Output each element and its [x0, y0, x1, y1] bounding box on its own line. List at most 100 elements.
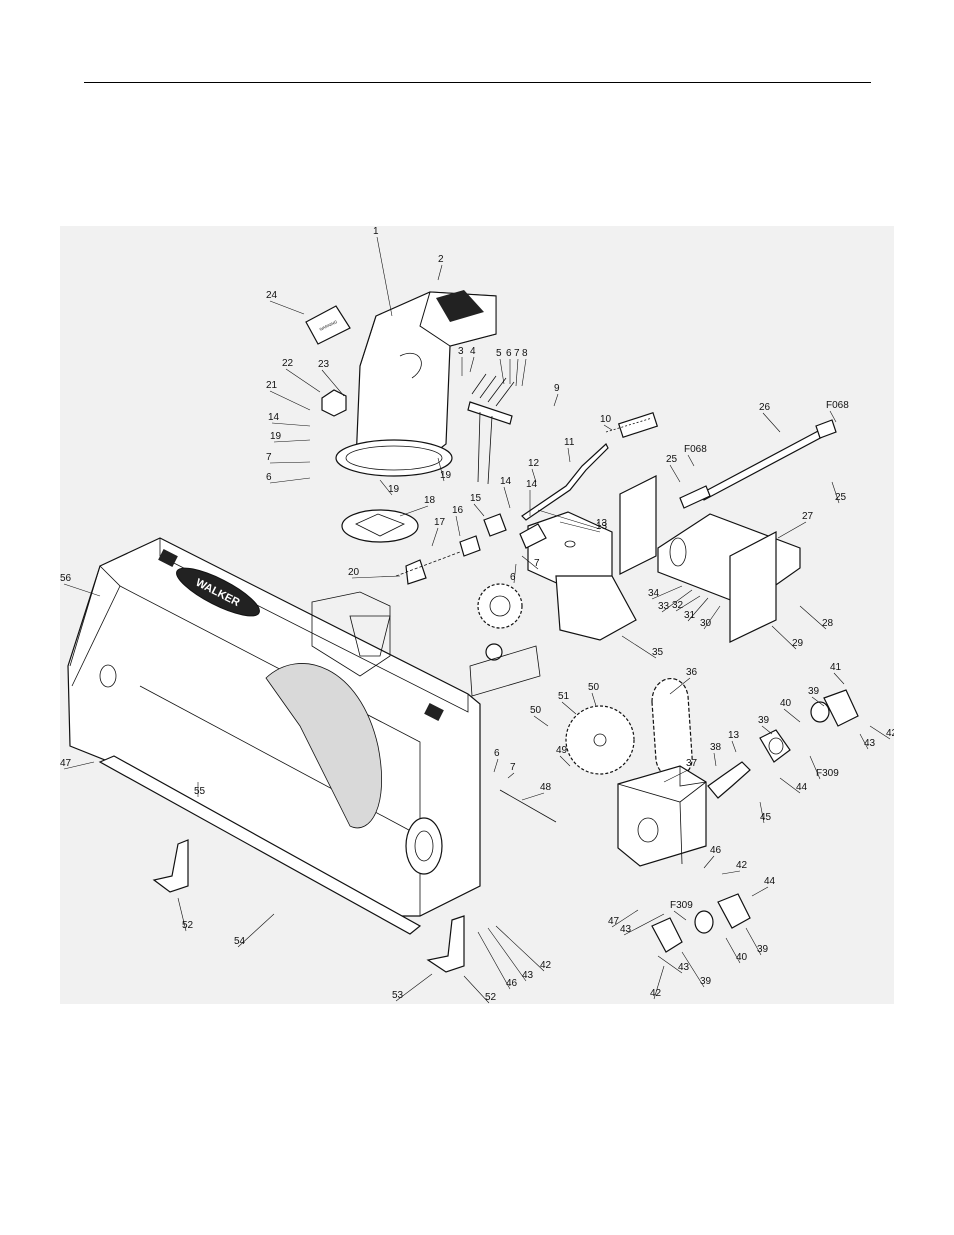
leader-line-c6c [513, 563, 517, 584]
callout-c47a: 47 [60, 758, 72, 769]
callout-c42c: 42 [540, 960, 552, 971]
diagram-canvas: WALKER WARNING [60, 226, 894, 1004]
callout-c42d: 42 [650, 988, 662, 999]
leader-line-c39a [811, 696, 825, 707]
leader-line-cF068a [687, 454, 695, 467]
callout-c39b: 39 [758, 715, 770, 726]
callout-c16: 16 [452, 505, 464, 516]
pinion-gear [707, 761, 751, 799]
leader-line-c34 [651, 585, 683, 600]
leader-line-c42b [721, 870, 741, 875]
callout-c7b: 7 [266, 452, 272, 463]
leader-line-c22 [285, 368, 321, 393]
callout-c8: 8 [522, 348, 528, 359]
leader-line-c42c [495, 925, 545, 972]
leader-line-c47a [63, 761, 95, 770]
leader-line-c13c [731, 740, 737, 753]
leader-line-cF068b [829, 410, 837, 423]
leader-line-c13a [537, 509, 601, 530]
callout-c42b: 42 [736, 860, 748, 871]
upper-sprocket [469, 583, 541, 697]
leader-line-c36 [669, 677, 691, 695]
leader-line-c2 [437, 264, 443, 281]
leader-line-c37 [663, 768, 691, 783]
leader-line-c44b [751, 886, 769, 897]
callout-c43a: 43 [864, 738, 876, 749]
callout-c23: 23 [318, 359, 330, 370]
callout-c46b: 46 [506, 978, 518, 989]
callout-c25a: 25 [666, 454, 678, 465]
shaft-bushings [395, 513, 547, 585]
callout-c39c: 39 [757, 944, 769, 955]
callout-c50b: 50 [530, 705, 542, 716]
callout-c19a: 19 [270, 431, 282, 442]
callout-c52a: 52 [182, 920, 194, 931]
callout-c14c: 14 [526, 479, 538, 490]
leader-line-c11 [567, 447, 571, 463]
callout-c56: 56 [60, 573, 72, 584]
callout-c44b: 44 [764, 876, 776, 887]
callout-c14b: 14 [268, 412, 280, 423]
scraper-bar [98, 755, 422, 935]
callout-c13a: 13 [596, 518, 608, 529]
callout-c47b: 47 [608, 916, 620, 927]
callout-c24: 24 [266, 290, 278, 301]
callout-c18: 18 [424, 495, 436, 506]
leader-line-c40a [783, 708, 801, 723]
leader-line-c50a [591, 692, 597, 707]
leader-line-c29 [771, 625, 797, 650]
callout-c28: 28 [822, 618, 834, 629]
leader-line-c15 [473, 503, 485, 517]
control-bracket [619, 475, 801, 643]
leader-line-c25b [831, 481, 840, 504]
leader-line-cF309a [809, 755, 821, 780]
leader-line-c49 [559, 755, 571, 767]
leader-line-c18 [399, 505, 429, 517]
leader-line-c24 [269, 300, 305, 315]
bearing-flange-lower [651, 893, 751, 953]
skid-shoe-right [426, 915, 465, 973]
callout-c44a: 44 [796, 782, 808, 793]
leader-line-c7d [507, 772, 515, 779]
callout-c17: 17 [434, 517, 446, 528]
callout-c25b: 25 [835, 492, 847, 503]
leader-line-c52b [463, 975, 490, 1004]
callout-c43c: 43 [522, 970, 534, 981]
leader-line-c50b [533, 715, 549, 727]
callout-c55: 55 [194, 786, 206, 797]
leader-line-c46a [703, 855, 715, 869]
callout-c14a: 14 [500, 476, 512, 487]
callout-c19b: 19 [440, 470, 452, 481]
callout-c54: 54 [234, 936, 246, 947]
callout-c13b: 13 [596, 521, 608, 532]
leader-line-c27 [777, 521, 807, 539]
leader-line-c9 [553, 393, 559, 407]
leader-line-c13b [559, 521, 601, 533]
callout-c48: 48 [540, 782, 552, 793]
callout-c51: 51 [558, 691, 570, 702]
callout-c42a: 42 [886, 728, 894, 739]
blower-housing: WALKER [67, 537, 481, 917]
warning-decal: WARNING [305, 305, 351, 345]
leader-line-c42a [869, 725, 891, 740]
leader-line-c19a [273, 439, 311, 443]
leader-line-c8 [521, 358, 527, 387]
callout-c52b: 52 [485, 992, 497, 1003]
callout-c34: 34 [648, 588, 660, 599]
leader-line-c46b [477, 931, 511, 990]
leader-line-c43d [657, 955, 683, 974]
callout-c20: 20 [348, 567, 360, 578]
leader-line-c35 [621, 635, 657, 659]
leader-line-c42d [653, 965, 665, 1000]
callout-cF309b: F309 [670, 900, 693, 911]
callout-cF068b: F068 [826, 400, 849, 411]
leader-line-c30 [703, 605, 721, 630]
callout-c41: 41 [830, 662, 842, 673]
leader-line-c19c [379, 479, 393, 496]
leader-line-c28 [799, 605, 827, 630]
callout-c32: 32 [672, 600, 684, 611]
support-plate [527, 511, 637, 641]
leader-line-c39c [745, 927, 762, 956]
crank-knob [321, 389, 347, 417]
callout-c6a: 6 [506, 348, 512, 359]
